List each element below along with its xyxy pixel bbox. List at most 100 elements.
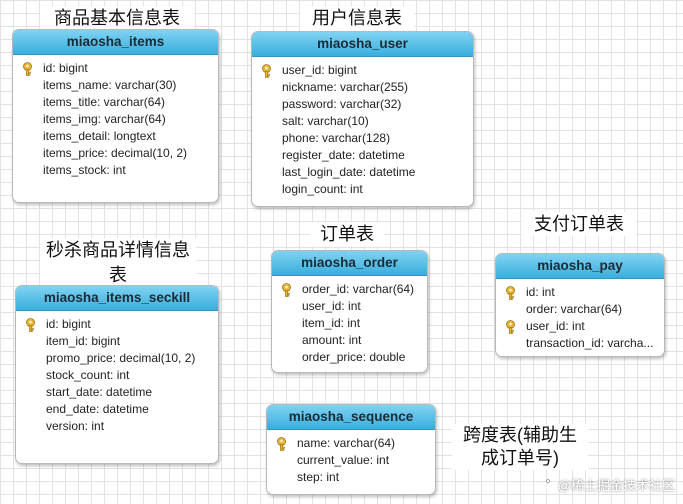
table-miaosha-order[interactable]: miaosha_order order_id: varchar(64) user_… xyxy=(271,250,428,373)
table-field: register_date: datetime xyxy=(252,147,473,164)
table-field: amount: int xyxy=(272,332,427,349)
table-field: user_id: bigint xyxy=(252,62,473,79)
table-field: items_detail: longtext xyxy=(13,128,218,145)
caption-seckill: 秒杀商品详情信息表 xyxy=(40,238,196,288)
field-text: version: int xyxy=(46,419,105,433)
field-text: promo_price: decimal(10, 2) xyxy=(46,351,196,365)
table-field: item_id: int xyxy=(272,315,427,332)
table-field: password: varchar(32) xyxy=(252,96,473,113)
table-field: items_img: varchar(64) xyxy=(13,111,218,128)
watermark-text: @稀土掘金技术社区 xyxy=(557,478,675,493)
field-list: id: bigint items_name: varchar(30) items_t… xyxy=(13,60,218,179)
table-field: transaction_id: varcha... xyxy=(496,335,664,352)
table-field: version: int xyxy=(16,418,218,435)
primary-key-icon xyxy=(26,318,35,332)
table-field: salt: varchar(10) xyxy=(252,113,473,130)
table-field: id: bigint xyxy=(16,316,218,333)
field-text: items_price: decimal(10, 2) xyxy=(43,146,188,160)
field-text: items_name: varchar(30) xyxy=(43,78,177,92)
field-text: step: int xyxy=(297,470,340,484)
table-field: order: varchar(64) xyxy=(496,301,664,318)
watermark: @稀土掘金技术社区 xyxy=(541,475,675,494)
table-header: miaosha_order xyxy=(272,251,427,276)
field-text: items_title: varchar(64) xyxy=(43,95,166,109)
table-header: miaosha_sequence xyxy=(267,405,435,430)
primary-key-icon xyxy=(506,320,515,334)
field-text: end_date: datetime xyxy=(46,402,149,416)
field-text: id: bigint xyxy=(46,317,91,331)
field-text: salt: varchar(10) xyxy=(282,114,369,128)
field-text: amount: int xyxy=(302,333,362,347)
table-field: current_value: int xyxy=(267,452,435,469)
table-field: order_price: double xyxy=(272,349,427,366)
field-text: transaction_id: varcha... xyxy=(526,336,654,350)
field-text: phone: varchar(128) xyxy=(282,131,391,145)
field-text: register_date: datetime xyxy=(282,148,405,162)
table-field: name: varchar(64) xyxy=(267,435,435,452)
field-text: password: varchar(32) xyxy=(282,97,402,111)
caption-sequence: 跨度表(辅助生成订单号) xyxy=(452,424,588,470)
table-field: last_login_date: datetime xyxy=(252,164,473,181)
primary-key-icon xyxy=(506,286,515,300)
table-field: stock_count: int xyxy=(16,367,218,384)
table-field: id: bigint xyxy=(13,60,218,77)
field-text: order_id: varchar(64) xyxy=(302,282,415,296)
table-miaosha-pay[interactable]: miaosha_pay id: int order: varchar(64) use… xyxy=(495,253,665,357)
field-text: user_id: int xyxy=(526,319,585,333)
table-field: user_id: int xyxy=(272,298,427,315)
field-text: name: varchar(64) xyxy=(297,436,396,450)
table-header: miaosha_items_seckill xyxy=(16,286,218,311)
primary-key-icon xyxy=(282,283,291,297)
table-field: login_count: int xyxy=(252,181,473,198)
table-field: end_date: datetime xyxy=(16,401,218,418)
table-field: start_date: datetime xyxy=(16,384,218,401)
table-field: order_id: varchar(64) xyxy=(272,281,427,298)
field-text: order_price: double xyxy=(302,350,406,364)
caption-pay: 支付订单表 xyxy=(522,212,636,236)
field-text: nickname: varchar(255) xyxy=(282,80,409,94)
table-miaosha-sequence[interactable]: miaosha_sequence name: varchar(64) curren… xyxy=(266,404,436,495)
field-text: item_id: int xyxy=(302,316,361,330)
field-text: items_img: varchar(64) xyxy=(43,112,166,126)
field-text: user_id: bigint xyxy=(282,63,357,77)
table-field: promo_price: decimal(10, 2) xyxy=(16,350,218,367)
table-miaosha-items[interactable]: miaosha_items id: bigint items_name: varc… xyxy=(12,29,219,203)
field-list: name: varchar(64) current_value: int step:… xyxy=(267,435,435,486)
table-field: id: int xyxy=(496,284,664,301)
table-field: nickname: varchar(255) xyxy=(252,79,473,96)
field-text: user_id: int xyxy=(302,299,361,313)
primary-key-icon xyxy=(23,62,32,76)
field-list: user_id: bigint nickname: varchar(255) pas… xyxy=(252,62,473,198)
table-field: phone: varchar(128) xyxy=(252,130,473,147)
field-text: id: bigint xyxy=(43,61,88,75)
caption-items: 商品基本信息表 xyxy=(40,6,194,30)
table-miaosha-items-seckill[interactable]: miaosha_items_seckill id: bigint item_id:… xyxy=(15,285,219,464)
field-text: last_login_date: datetime xyxy=(282,165,416,179)
table-field: user_id: int xyxy=(496,318,664,335)
primary-key-icon xyxy=(277,437,286,451)
juejin-logo-icon xyxy=(541,478,555,492)
caption-order: 订单表 xyxy=(310,222,384,246)
field-text: order: varchar(64) xyxy=(526,302,623,316)
field-list: order_id: varchar(64) user_id: int item_id… xyxy=(272,281,427,366)
table-header: miaosha_items xyxy=(13,30,218,55)
field-text: login_count: int xyxy=(282,182,363,196)
field-list: id: bigint item_id: bigint promo_price: de… xyxy=(16,316,218,435)
caption-user: 用户信息表 xyxy=(300,6,414,30)
table-header: miaosha_pay xyxy=(496,254,664,279)
table-field: items_title: varchar(64) xyxy=(13,94,218,111)
table-field: step: int xyxy=(267,469,435,486)
field-text: items_detail: longtext xyxy=(43,129,156,143)
field-text: current_value: int xyxy=(297,453,390,467)
field-list: id: int order: varchar(64) user_id: int tra… xyxy=(496,284,664,352)
field-text: stock_count: int xyxy=(46,368,130,382)
table-field: items_name: varchar(30) xyxy=(13,77,218,94)
primary-key-icon xyxy=(262,64,271,78)
table-field: items_stock: int xyxy=(13,162,218,179)
field-text: id: int xyxy=(526,285,555,299)
field-text: items_stock: int xyxy=(43,163,126,177)
table-field: items_price: decimal(10, 2) xyxy=(13,145,218,162)
field-text: start_date: datetime xyxy=(46,385,153,399)
field-text: item_id: bigint xyxy=(46,334,121,348)
